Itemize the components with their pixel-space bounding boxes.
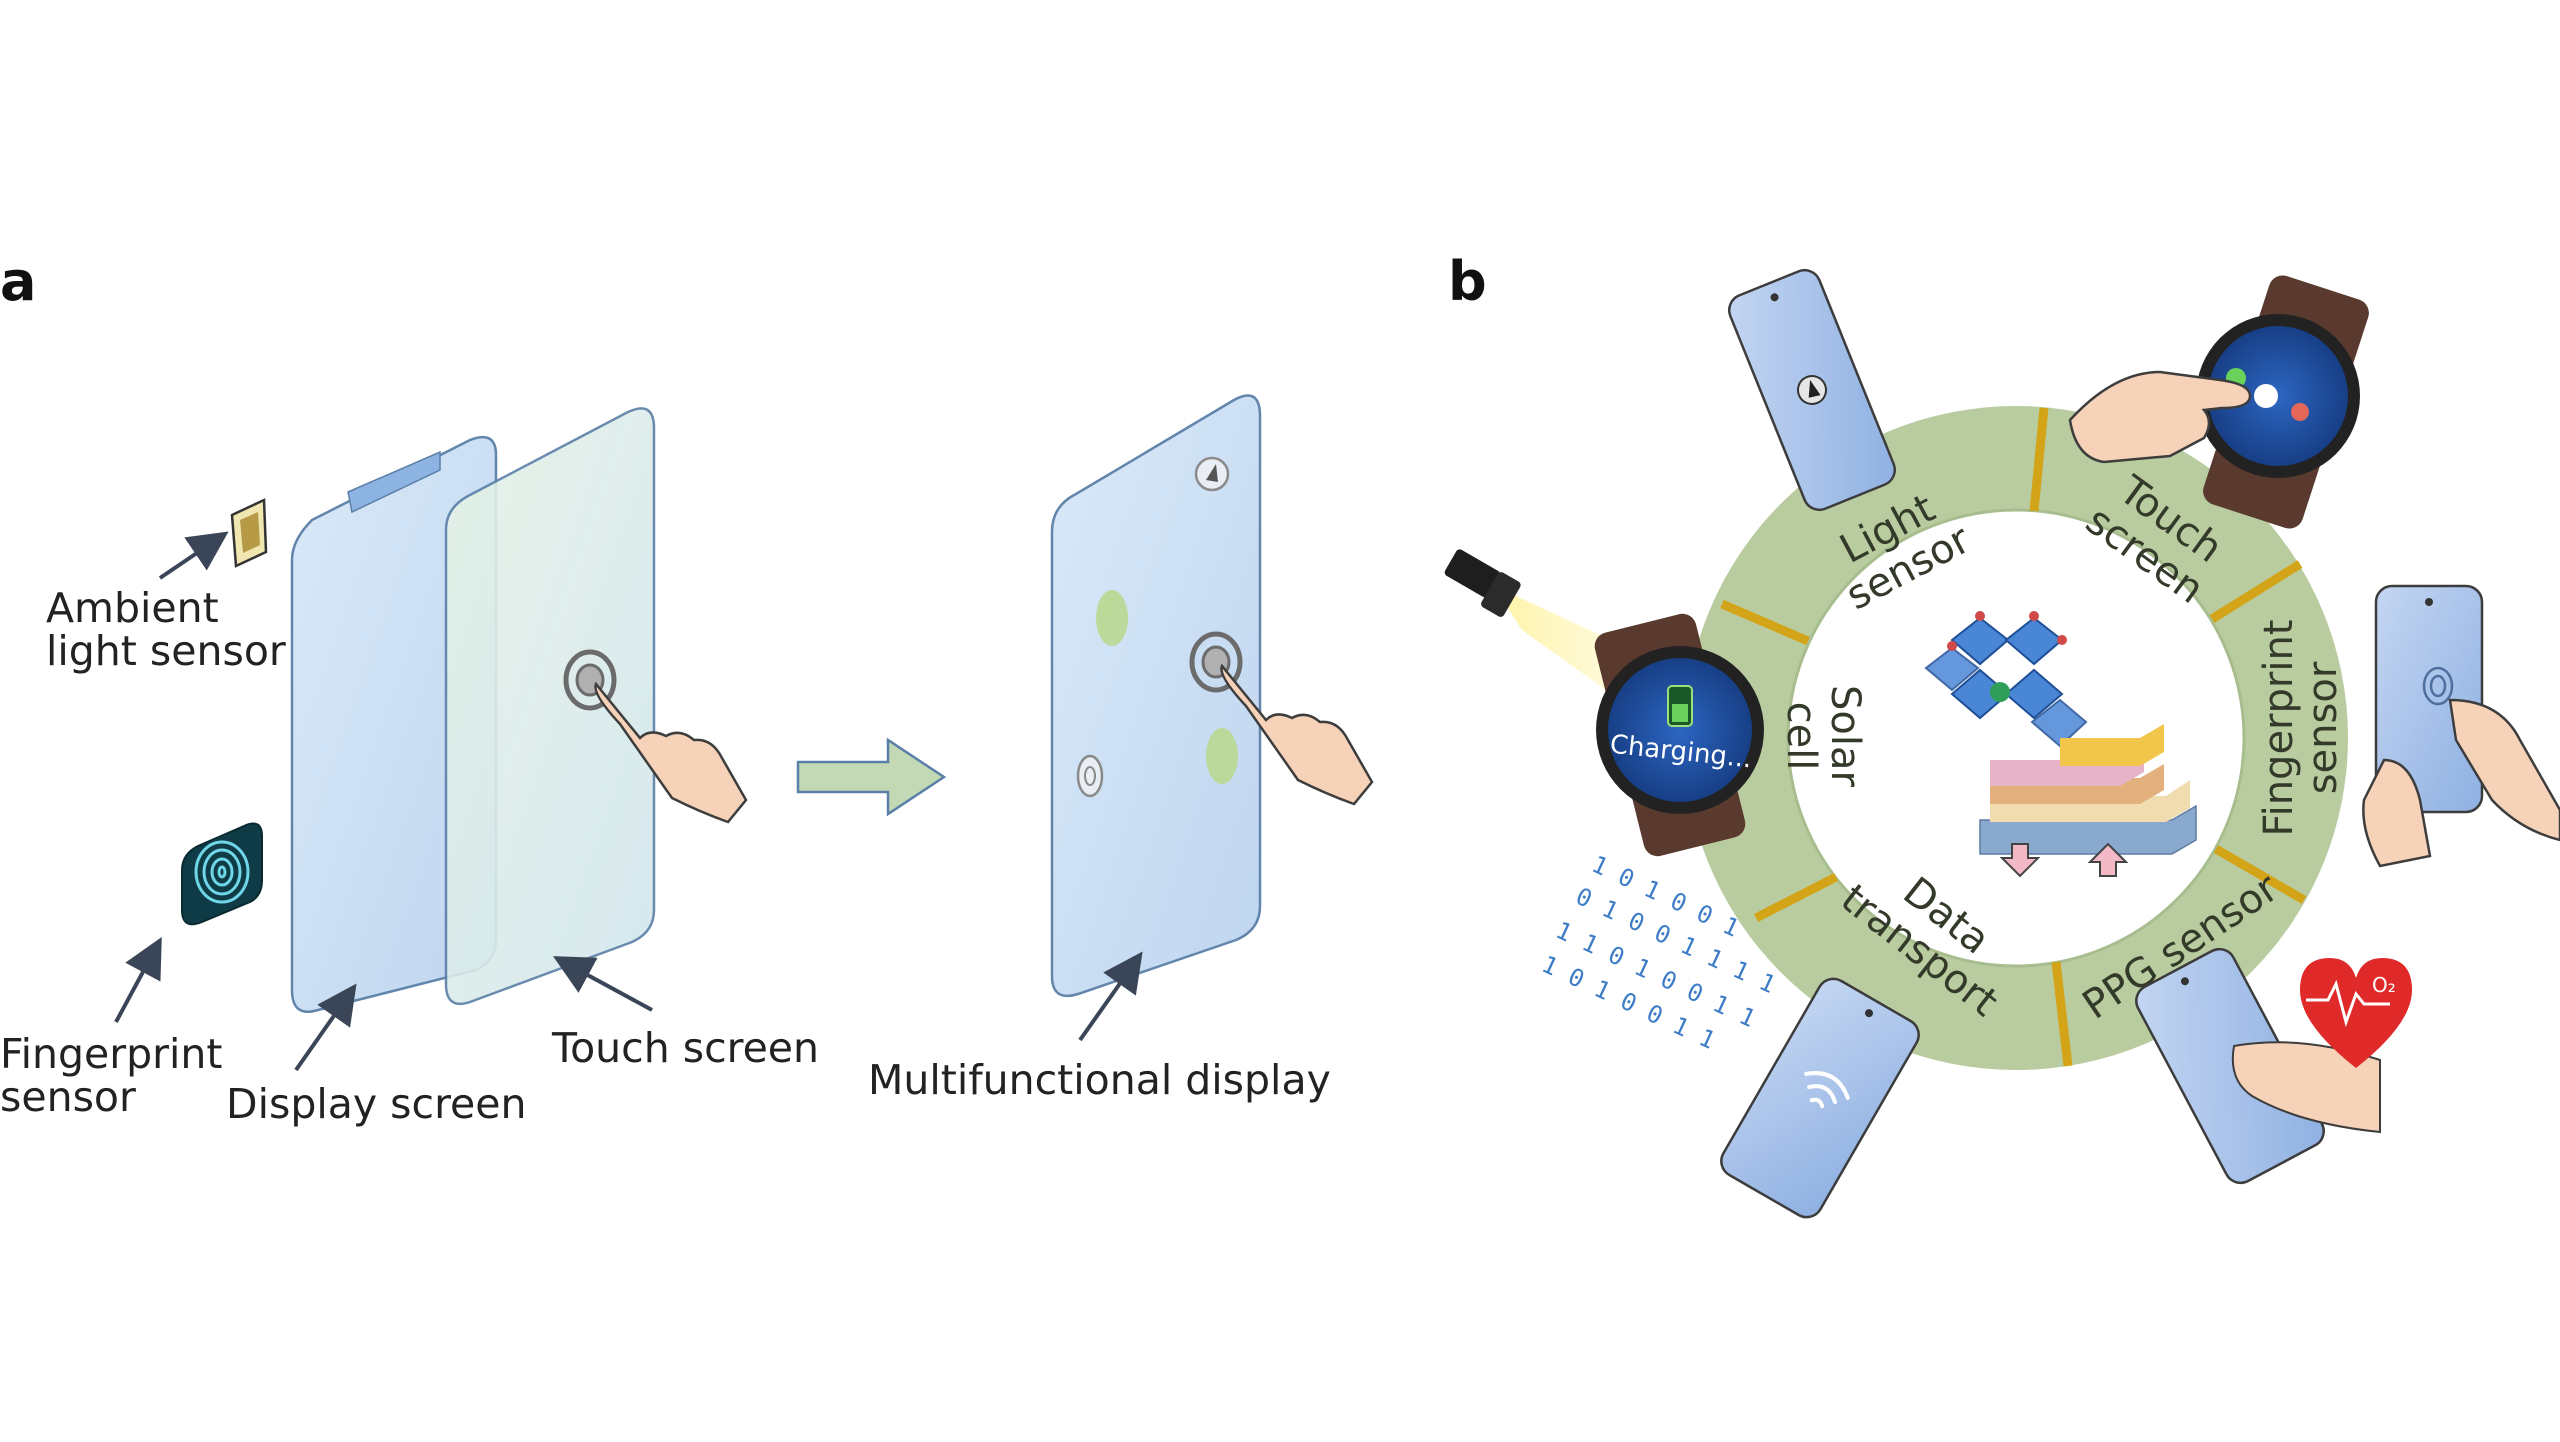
ambient-sensor-icon [1194, 456, 1230, 492]
hands-holding-phone-icon [2362, 698, 2560, 868]
pointing-hand-icon-3 [2068, 370, 2252, 464]
segment-fingerprint-line2: sensor [2300, 661, 2346, 794]
ambient-light-sensor-chip-icon [230, 498, 268, 568]
segment-solar-cell: Solar cell [1778, 685, 1868, 787]
function-ring [1684, 406, 2348, 1070]
svg-text:O₂: O₂ [2372, 973, 2396, 997]
segment-fingerprint-line1: Fingerprint [2256, 620, 2302, 837]
finger-icon [2231, 1041, 2381, 1134]
fingerprint-label-line2: sensor [0, 1073, 136, 1121]
panel-a-label: a [0, 250, 36, 313]
segment-solar-line2: cell [1778, 702, 1824, 771]
phone-ppg [2135, 947, 2325, 1185]
ambient-label-line1: Ambient [46, 584, 219, 632]
display-screen-label: Display screen [226, 1080, 526, 1128]
fingerprint-spot-icon [1076, 754, 1104, 798]
panel-b-label: b [1448, 250, 1487, 313]
phone-fingerprint [2374, 584, 2484, 814]
segment-fingerprint-sensor: Fingerprint sensor [2256, 620, 2346, 837]
multifunctional-display-label: Multifunctional display [868, 1056, 1331, 1104]
process-arrow [796, 737, 947, 817]
fingerprint-label-line1: Fingerprint [0, 1030, 222, 1078]
heart-rate-icon: O₂ [2300, 958, 2412, 1068]
wifi-icon [1804, 1071, 1850, 1109]
display-notch [347, 450, 441, 514]
phone-light-sensor [1727, 268, 1897, 512]
solar-patch-icon-2 [1206, 728, 1238, 784]
segment-solar-line1: Solar [1822, 685, 1868, 787]
pointing-hand-icon-2 [1220, 663, 1374, 806]
phone-data-transport [1720, 977, 1920, 1219]
touch-screen-glass [444, 407, 656, 1006]
watch-touch-screen [2196, 275, 2369, 529]
ambient-label-line2: light sensor [46, 627, 286, 675]
multifunctional-display-glass [1050, 394, 1262, 998]
solar-patch-icon [1096, 590, 1128, 646]
light-sensor-icon [1797, 375, 1827, 405]
segment-touch-screen: Touch screen [2077, 467, 2230, 613]
touch-screen-label: Touch screen [551, 1024, 819, 1072]
battery-icon [1667, 685, 1693, 727]
pointing-hand-icon [594, 681, 748, 824]
ring-dividers [1720, 407, 2307, 1067]
fingerprint-icon [2422, 666, 2454, 706]
perovskite-crystal-icon [1924, 611, 2088, 748]
charge-arrows-icon [1999, 842, 2129, 878]
device-stack-icon [1979, 724, 2197, 855]
touch-ripple-icon [563, 649, 617, 711]
watch-solar-charging: Charging... [1594, 613, 1764, 857]
fingerprint-sensor-icon [181, 822, 263, 926]
